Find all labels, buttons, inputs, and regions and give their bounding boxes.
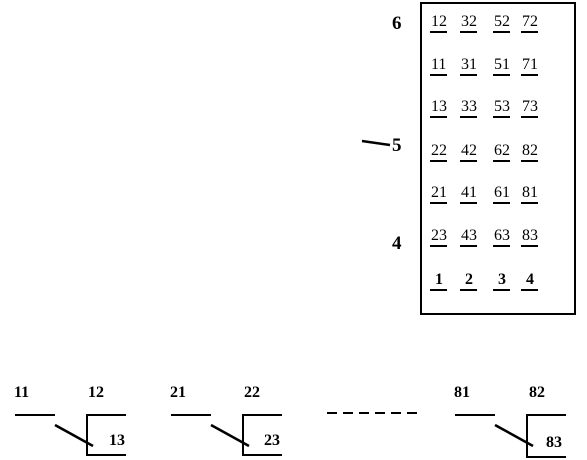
contact-1-left-label: 11 [14,384,29,401]
terminal-label: 22 [431,142,447,159]
side-label-6: 6 [392,13,402,34]
contact-2-right-label: 22 [244,384,260,401]
contact-3-right-label: 82 [529,384,545,401]
terminal-label: 1 [435,271,443,288]
terminal-label: 33 [461,98,477,115]
contact-symbol-1: 11 12 13 [14,384,126,456]
contact-symbol-2: 21 22 23 [170,384,282,456]
terminal-box [420,2,576,315]
terminal-label: 4 [526,271,534,288]
contact-symbol-3: 81 82 83 [454,384,566,458]
terminal-label: 21 [431,184,447,201]
terminal-label: 51 [494,56,510,73]
terminal-label: 62 [494,142,510,159]
terminal-label: 83 [522,227,538,244]
terminal-label: 52 [494,13,510,30]
terminal-label: 42 [461,142,477,159]
side-label-4: 4 [392,233,402,254]
terminal-label: 2 [465,271,473,288]
contact-3-left-label: 81 [454,384,470,401]
contact-1-bottom-label: 13 [109,432,125,449]
terminal-label: 31 [461,56,477,73]
terminal-label: 73 [522,98,538,115]
contact-2-bottom-label: 23 [264,432,280,449]
contact-3-bottom-label: 83 [546,434,562,451]
contact-2-left-label: 21 [170,384,186,401]
terminal-label: 63 [494,227,510,244]
terminal-label: 72 [522,13,538,30]
contact-1-right-label: 12 [88,384,104,401]
terminal-label: 41 [461,184,477,201]
terminal-label: 81 [522,184,538,201]
terminal-label: 11 [431,56,446,73]
terminal-label: 13 [431,98,447,115]
terminal-label: 71 [522,56,538,73]
terminal-label: 23 [431,227,447,244]
terminal-label: 43 [461,227,477,244]
terminal-label: 82 [522,142,538,159]
pointer-line [361,139,391,147]
terminal-label: 32 [461,13,477,30]
terminal-label: 61 [494,184,510,201]
terminal-label: 3 [498,271,506,288]
terminal-label: 53 [494,98,510,115]
terminal-label: 12 [431,13,447,30]
side-label-5: 5 [392,135,402,156]
